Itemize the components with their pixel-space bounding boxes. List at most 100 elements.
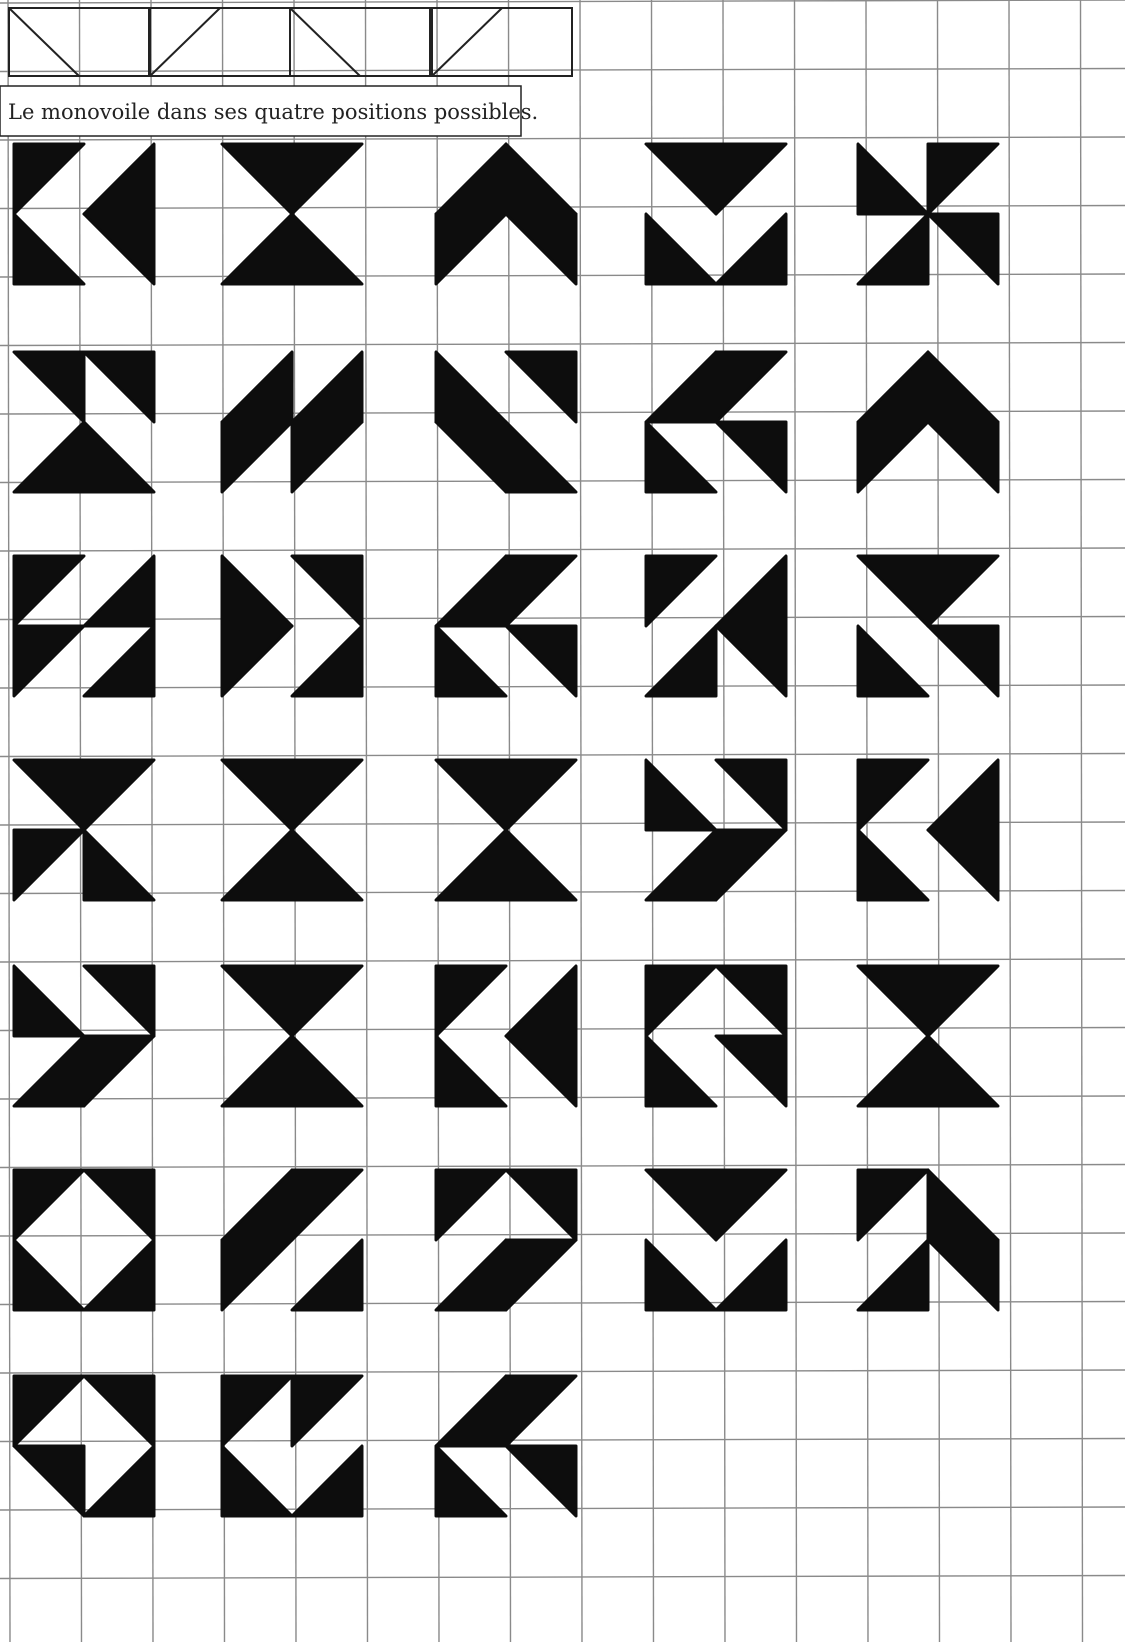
figure-r1-c4 bbox=[646, 144, 786, 284]
figure-r2-c2 bbox=[222, 352, 362, 492]
figure-r4-c5 bbox=[858, 760, 998, 900]
legend-position-4 bbox=[432, 8, 572, 76]
monovoile-triangle bbox=[716, 144, 786, 214]
monovoile-triangle bbox=[506, 1446, 576, 1516]
monovoile-triangle bbox=[716, 556, 786, 626]
monovoile-triangle bbox=[646, 352, 716, 422]
monovoile-triangle bbox=[292, 144, 362, 214]
monovoile-triangle bbox=[292, 966, 362, 1036]
monovoile-triangle bbox=[14, 214, 84, 284]
monovoile-triangle bbox=[222, 214, 292, 284]
figure-r4-c2 bbox=[222, 760, 362, 900]
monovoile-triangle bbox=[222, 1446, 292, 1516]
grid-line-horizontal bbox=[0, 1507, 1125, 1510]
figure-r7-c1 bbox=[14, 1376, 154, 1516]
monovoile-triangle bbox=[646, 760, 716, 830]
monovoile-triangle bbox=[84, 214, 154, 284]
figure-r6-c5 bbox=[858, 1170, 998, 1310]
monovoile-triangle bbox=[14, 1170, 84, 1240]
figure-r6-c2 bbox=[222, 1170, 362, 1310]
monovoile-triangle bbox=[292, 214, 362, 284]
monovoile-triangle bbox=[928, 144, 998, 214]
monovoile-triangle bbox=[858, 830, 928, 900]
figure-r3-c5 bbox=[858, 556, 998, 696]
monovoile-triangle bbox=[506, 422, 576, 492]
monovoile-triangle bbox=[646, 626, 716, 696]
monovoile-triangle bbox=[292, 1376, 362, 1446]
figure-r6-c1 bbox=[14, 1170, 154, 1310]
grid-line-horizontal bbox=[0, 1370, 1125, 1373]
monovoile-triangle bbox=[436, 1446, 506, 1516]
monovoile-triangle bbox=[858, 966, 928, 1036]
monovoile-triangle bbox=[222, 556, 292, 626]
monovoile-triangle bbox=[506, 626, 576, 696]
grid-line-vertical bbox=[8, 0, 10, 1642]
figure-r2-c4 bbox=[646, 352, 786, 492]
grid-line-horizontal bbox=[0, 137, 1125, 140]
monovoile-triangle bbox=[506, 214, 576, 284]
figure-r1-c3 bbox=[436, 144, 576, 284]
monovoile-triangle bbox=[436, 352, 506, 422]
monovoile-triangle bbox=[858, 352, 928, 422]
monovoile-triangle bbox=[222, 830, 292, 900]
grid-line-horizontal bbox=[0, 343, 1125, 346]
monovoile-triangle bbox=[222, 352, 292, 422]
monovoile-triangle bbox=[928, 966, 998, 1036]
grid-line-horizontal bbox=[0, 1165, 1125, 1168]
monovoile-triangle bbox=[84, 1446, 154, 1516]
monovoile-triangle bbox=[222, 144, 292, 214]
monovoile-triangle bbox=[14, 422, 84, 492]
monovoile-triangle bbox=[84, 1376, 154, 1446]
grid-line-horizontal bbox=[0, 1576, 1125, 1579]
figure-r5-c5 bbox=[858, 966, 998, 1106]
monovoile-triangle bbox=[84, 1240, 154, 1310]
monovoile-triangle bbox=[222, 966, 292, 1036]
monovoile-triangle bbox=[84, 1170, 154, 1240]
figure-r6-c4 bbox=[646, 1170, 786, 1310]
figure-r3-c4 bbox=[646, 556, 786, 696]
grid-line-horizontal bbox=[0, 754, 1125, 757]
monovoile-triangle bbox=[292, 830, 362, 900]
monovoile-triangle bbox=[506, 556, 576, 626]
figure-r1-c2 bbox=[222, 144, 362, 284]
monovoile-triangle bbox=[292, 626, 362, 696]
monovoile-triangle bbox=[646, 1240, 716, 1310]
monovoile-triangle bbox=[84, 1036, 154, 1106]
grid-line-vertical bbox=[1009, 0, 1011, 1642]
monovoile-triangle bbox=[222, 1170, 292, 1240]
monovoile-triangle bbox=[14, 760, 84, 830]
monovoile-triangle bbox=[222, 1240, 292, 1310]
monovoile-triangle bbox=[222, 760, 292, 830]
monovoile-triangle bbox=[928, 556, 998, 626]
monovoile-triangle bbox=[716, 422, 786, 492]
legend-frame bbox=[432, 8, 572, 76]
monovoile-triangle bbox=[84, 556, 154, 626]
legend-monovoile-positions bbox=[9, 8, 572, 76]
figure-r5-c1 bbox=[14, 966, 154, 1106]
grid-line-horizontal bbox=[0, 548, 1125, 551]
figure-r2-c1 bbox=[14, 352, 154, 492]
monovoile-triangle bbox=[292, 352, 362, 422]
monovoile-triangle bbox=[506, 1376, 576, 1446]
figure-r7-c3 bbox=[436, 1376, 576, 1516]
figure-r2-c5 bbox=[858, 352, 998, 492]
monovoile-triangle bbox=[292, 760, 362, 830]
legend-position-3 bbox=[290, 8, 430, 76]
grid-line-horizontal bbox=[0, 1302, 1125, 1305]
monovoile-triangle bbox=[646, 1170, 716, 1240]
monovoile-triangle bbox=[436, 1036, 506, 1106]
figure-r3-c2 bbox=[222, 556, 362, 696]
monovoile-triangle bbox=[506, 760, 576, 830]
monovoile-triangle bbox=[716, 1240, 786, 1310]
monovoile-triangle bbox=[222, 1036, 292, 1106]
legend-diagonal bbox=[150, 8, 220, 76]
monovoile-triangle bbox=[506, 144, 576, 214]
grid-line-horizontal bbox=[0, 1439, 1125, 1442]
legend-diagonal bbox=[290, 8, 360, 76]
monovoile-triangle bbox=[84, 422, 154, 492]
monovoile-triangle bbox=[14, 1036, 84, 1106]
monovoile-triangle bbox=[858, 556, 928, 626]
monovoile-triangle bbox=[858, 626, 928, 696]
monovoile-triangle bbox=[506, 352, 576, 422]
